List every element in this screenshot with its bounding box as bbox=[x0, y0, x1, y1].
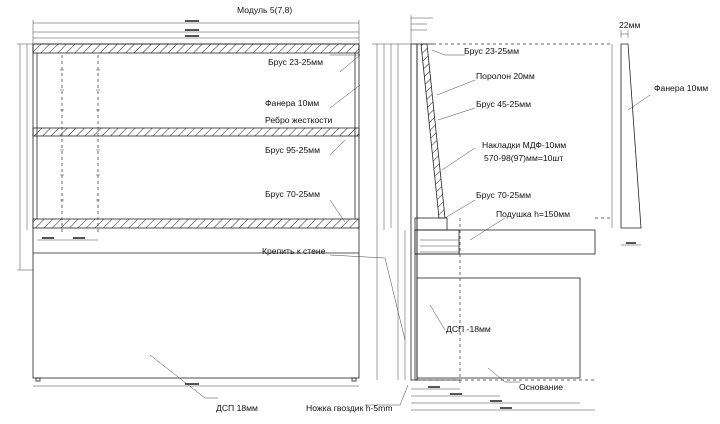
cushion bbox=[414, 229, 596, 255]
front-view bbox=[17, 20, 360, 387]
base bbox=[416, 277, 581, 379]
label-porolon: Поролон 20мм bbox=[476, 71, 535, 81]
label-nozhka: Ножка гвоздик h-5mm bbox=[306, 403, 393, 413]
label-brus-45-25: Брус 45-25мм bbox=[476, 99, 531, 109]
label-brus-23-25-side: Брус 23-25мм bbox=[464, 46, 519, 56]
side-labels: Брус 23-25мм Поролон 20мм Брус 45-25мм Н… bbox=[429, 46, 570, 392]
label-mm22: 22мм bbox=[619, 20, 640, 30]
label-brus-23-25-front: Брус 23-25мм bbox=[268, 57, 323, 67]
side-view bbox=[372, 15, 612, 411]
label-krepit: Крепить к стене bbox=[262, 246, 326, 256]
label-rebro: Ребро жесткости bbox=[265, 115, 333, 125]
label-fanera-10-right: Фанера 10мм bbox=[654, 83, 708, 93]
label-osnovanie: Основание bbox=[519, 382, 563, 392]
label-brus-95-25: Брус 95-25мм bbox=[265, 145, 320, 155]
label-podushka: Подушка h=150мм bbox=[496, 209, 570, 219]
middle-beam bbox=[32, 127, 360, 137]
label-brus-70-25-front: Брус 70-25мм bbox=[265, 189, 320, 199]
label-nakladki-2: 570-98(97)мм=10шт bbox=[484, 153, 563, 163]
drawing-title: Модуль 5(7,8) bbox=[237, 5, 292, 15]
label-nakladki-1: Накладки МДФ-10мм bbox=[482, 140, 566, 150]
label-dsp-18: ДСП 18мм bbox=[216, 403, 258, 413]
lower-beam bbox=[32, 218, 360, 229]
front-labels: Брус 23-25мм Фанера 10мм Ребро жесткости… bbox=[149, 54, 409, 413]
label-brus-70-25-side: Брус 70-25мм bbox=[476, 190, 531, 200]
label-dsp-minus18: ДСП -18мм bbox=[446, 324, 491, 334]
label-fanera-10-front: Фанера 10мм bbox=[265, 98, 319, 108]
plywood-panel-view: 22мм Фанера 10мм bbox=[611, 20, 708, 246]
top-beam bbox=[32, 43, 360, 54]
